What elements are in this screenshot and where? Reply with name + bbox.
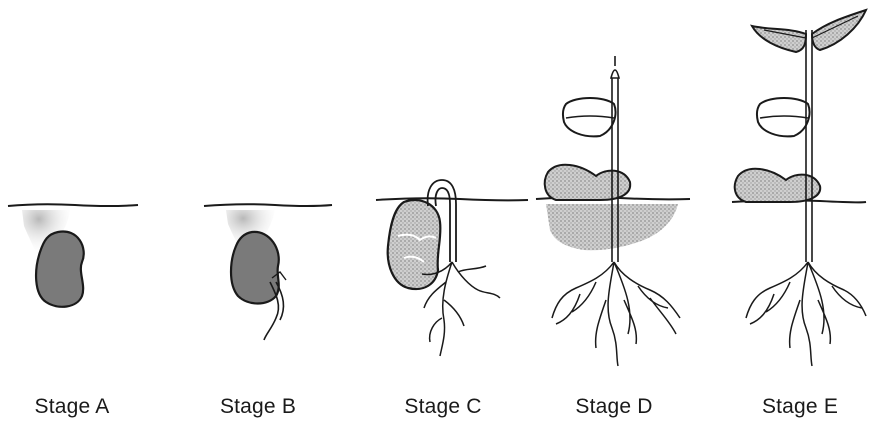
stage-a-illustration [8, 204, 138, 307]
soil-line-c [376, 198, 528, 200]
shoot-tip-d [611, 56, 619, 78]
stage-b-label: Stage B [188, 395, 328, 419]
split-seed-c [388, 200, 441, 289]
soil-line-a [8, 204, 138, 206]
soil-line-b [204, 204, 332, 206]
stage-d-illustration [536, 56, 690, 366]
stage-e-illustration [732, 10, 866, 366]
bean-seed-a [36, 231, 84, 306]
stem-e [806, 30, 812, 262]
stage-d-label: Stage D [544, 395, 684, 419]
stage-a-label: Stage A [2, 395, 142, 419]
stage-c-label: Stage C [373, 395, 513, 419]
stage-e-label: Stage E [730, 395, 870, 419]
roots-e [746, 262, 866, 366]
bean-seed-b [231, 232, 279, 304]
roots-d [552, 262, 680, 366]
stage-b-illustration [204, 204, 332, 340]
stage-c-illustration [376, 180, 528, 356]
seed-coat-e [735, 169, 820, 202]
